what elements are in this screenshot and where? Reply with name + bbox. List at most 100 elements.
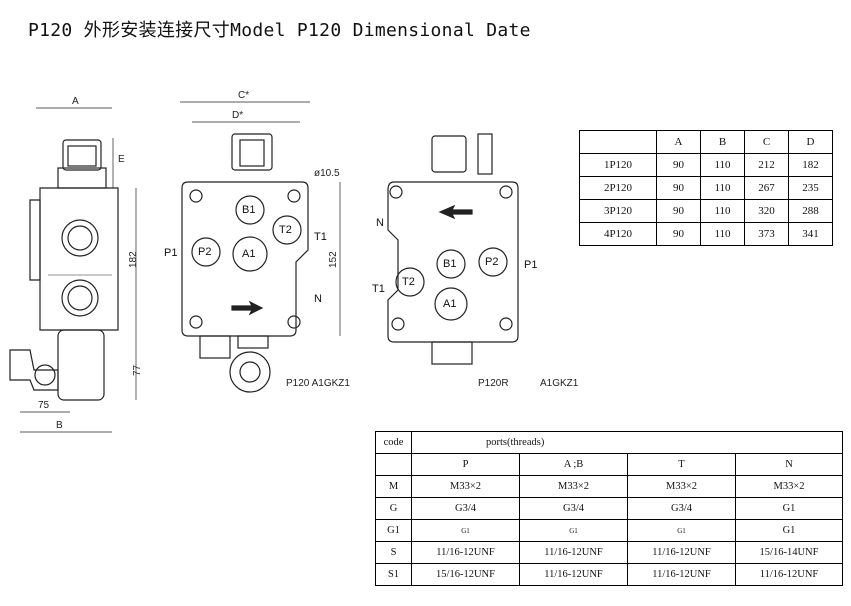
thread-cell: G1	[735, 497, 843, 520]
thread-cell: 15/16-14UNF	[735, 541, 843, 564]
dim-cell: 90	[656, 153, 701, 177]
rear-b1-label: B1	[443, 258, 456, 270]
page-title: P120 外形安装连接尺寸Model P120 Dimensional Date	[28, 20, 531, 41]
dim-d-label: D*	[232, 110, 243, 121]
dim-ø10.5-label: ø10.5	[314, 168, 340, 179]
thread-cell: M33×2	[519, 475, 628, 498]
dim-cell: 90	[656, 222, 701, 246]
rear-t1-label: T1	[372, 283, 385, 295]
front-p2-label: P2	[198, 246, 211, 258]
dim-cell: 1P120	[579, 153, 657, 177]
ports-header: ports(threads)	[411, 431, 843, 454]
dim-header-cell: D	[788, 130, 833, 154]
table-row: G G3/4 G3/4 G3/4 G1	[375, 497, 843, 520]
front-t2-label: T2	[279, 224, 292, 236]
table-row: M M33×2 M33×2 M33×2 M33×2	[375, 475, 843, 498]
dim-cell: 110	[700, 222, 745, 246]
side-view-drawing: A E 182 77 75 B	[9, 96, 143, 433]
table-row: S 11/16-12UNF 11/16-12UNF 11/16-12UNF 15…	[375, 541, 843, 564]
table-row: 4P120 90 110 373 341	[579, 222, 833, 246]
front-n-label: N	[314, 293, 322, 305]
table-row: 3P120 90 110 320 288	[579, 199, 833, 223]
thread-cell: G1	[735, 519, 843, 542]
ports-table-header-row: P A ;B T N	[375, 453, 843, 476]
thread-cell: G1	[627, 519, 736, 542]
code-cell: S	[375, 541, 412, 564]
dim-header-cell: C	[744, 130, 789, 154]
thread-cell: M33×2	[411, 475, 520, 498]
table-row: G1 G1 G1 G1 G1	[375, 519, 843, 542]
dim-cell: 182	[788, 153, 833, 177]
dim-cell: 90	[656, 199, 701, 223]
table-row: 2P120 90 110 267 235	[579, 176, 833, 200]
dim-cell: 288	[788, 199, 833, 223]
front-p1-label: P1	[164, 247, 177, 259]
thread-cell: G3/4	[411, 497, 520, 520]
front-t1-label: T1	[314, 231, 327, 243]
dim-header-cell	[579, 130, 657, 154]
dim-cell: 90	[656, 176, 701, 200]
dim-b-label: B	[56, 420, 63, 431]
dim-cell: 212	[744, 153, 789, 177]
rear-a1-label: A1	[443, 298, 456, 310]
rear-n-label: N	[376, 217, 384, 229]
empty-cell	[375, 453, 412, 476]
port-header-cell: N	[735, 453, 843, 476]
rear-caption-model: P120R	[478, 378, 509, 389]
thread-cell: G3/4	[627, 497, 736, 520]
dim-cell: 373	[744, 222, 789, 246]
code-cell: G1	[375, 519, 412, 542]
dimension-table-header: A B C D	[579, 130, 833, 154]
code-cell: G	[375, 497, 412, 520]
thread-cell: 11/16-12UNF	[519, 541, 628, 564]
front-caption: P120 A1GKZ1	[286, 378, 350, 389]
code-cell: S1	[375, 563, 412, 586]
thread-cell: G1	[519, 519, 628, 542]
thread-cell: 15/16-12UNF	[411, 563, 520, 586]
dim-cell: 110	[700, 153, 745, 177]
thread-cell: 11/16-12UNF	[627, 541, 736, 564]
rear-p2-label: P2	[485, 256, 498, 268]
dim-cell: 235	[788, 176, 833, 200]
port-header-cell: T	[627, 453, 736, 476]
dim-182-label: 182	[128, 251, 139, 268]
table-row: S1 15/16-12UNF 11/16-12UNF 11/16-12UNF 1…	[375, 563, 843, 586]
table-row: 1P120 90 110 212 182	[579, 153, 833, 177]
thread-cell: G3/4	[519, 497, 628, 520]
thread-cell: 11/16-12UNF	[735, 563, 843, 586]
dim-header-cell: A	[656, 130, 701, 154]
dim-e-label: E	[118, 154, 125, 165]
rear-caption-code: A1GKZ1	[540, 378, 579, 389]
front-view-drawing: C* D* 152 ø10.5 P1 T1 N B1 P2 A1 T2	[164, 90, 350, 393]
thread-cell: 11/16-12UNF	[627, 563, 736, 586]
dim-header-cell: B	[700, 130, 745, 154]
dim-cell: 110	[700, 176, 745, 200]
dim-cell: 267	[744, 176, 789, 200]
dim-c-label: C*	[238, 90, 249, 101]
thread-cell: G1	[411, 519, 520, 542]
dim-a-label: A	[72, 96, 79, 107]
rear-p1-label: P1	[524, 259, 537, 271]
dim-cell: 4P120	[579, 222, 657, 246]
ports-table: code ports(threads) P A ;B T N M M33×2 M…	[375, 431, 843, 586]
port-header-cell: A ;B	[519, 453, 628, 476]
dim-cell: 110	[700, 199, 745, 223]
thread-cell: M33×2	[627, 475, 736, 498]
dimension-table: A B C D 1P120 90 110 212 182 2P120 90 11…	[579, 130, 833, 246]
thread-cell: 11/16-12UNF	[519, 563, 628, 586]
front-a1-label: A1	[242, 248, 255, 260]
dim-75-label: 75	[38, 400, 50, 411]
dim-cell: 3P120	[579, 199, 657, 223]
code-header: code	[375, 431, 412, 454]
rear-t2-label: T2	[402, 276, 415, 288]
dim-cell: 320	[744, 199, 789, 223]
port-header-cell: P	[411, 453, 520, 476]
code-cell: M	[375, 475, 412, 498]
dim-cell: 341	[788, 222, 833, 246]
thread-cell: M33×2	[735, 475, 843, 498]
dim-cell: 2P120	[579, 176, 657, 200]
ports-table-title-row: code ports(threads)	[375, 431, 843, 454]
front-b1-label: B1	[242, 204, 255, 216]
rear-view-drawing: N P1 T1 B1 P2 T2 A1 P120R A1GKZ1	[372, 133, 579, 389]
